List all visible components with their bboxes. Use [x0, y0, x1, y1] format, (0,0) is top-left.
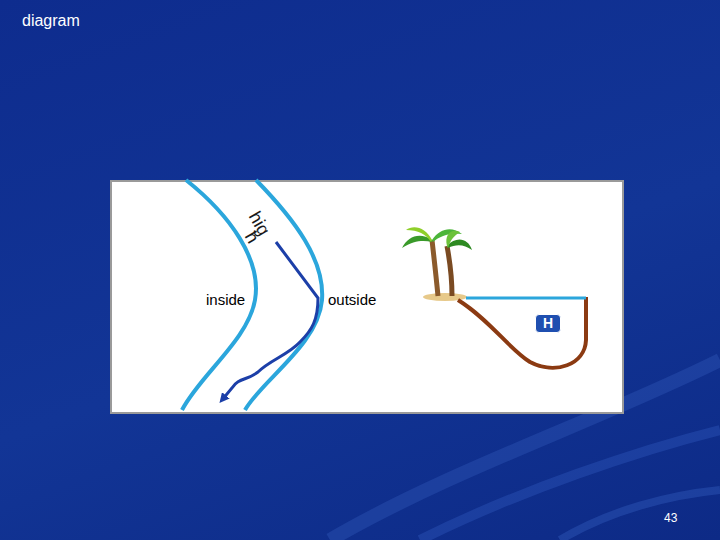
- palm-tree-icon: [402, 227, 472, 301]
- marker-box: H: [535, 314, 561, 333]
- basin-outline: [458, 297, 586, 368]
- swirl: [560, 490, 720, 540]
- region-label: outside: [327, 291, 377, 308]
- current-arrow: [222, 242, 318, 400]
- swirl: [420, 430, 720, 540]
- river-bank: [182, 180, 256, 410]
- water-level: [466, 297, 586, 300]
- slide-title: diagram: [22, 12, 80, 30]
- marker-letter: H: [543, 315, 553, 332]
- region-label: inside: [205, 291, 246, 308]
- page-number: 43: [664, 511, 677, 525]
